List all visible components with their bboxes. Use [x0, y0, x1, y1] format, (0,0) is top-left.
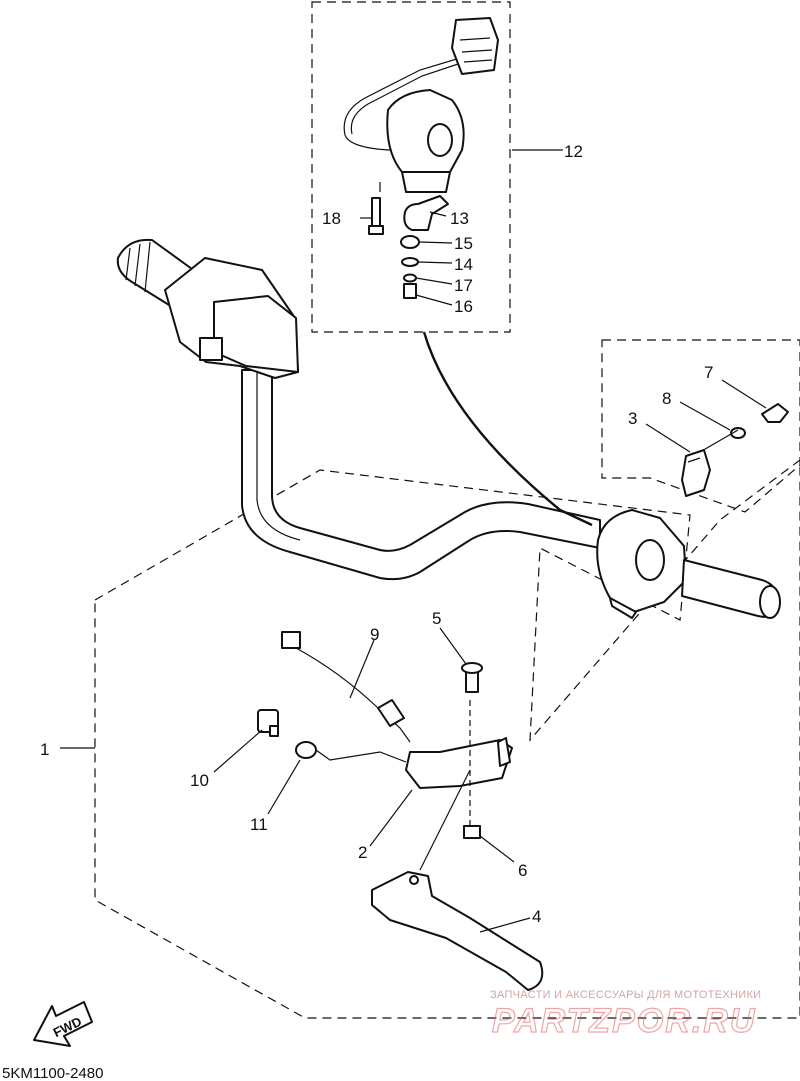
switch-coupler-pins [459, 37, 493, 63]
nut-6 [463, 825, 481, 839]
switch-housing [386, 89, 465, 179]
handlebar-tube [241, 369, 601, 581]
group-boundaries [94, 1, 800, 1019]
screw-16 [403, 283, 417, 299]
clamp-13 [403, 195, 449, 231]
watermark: ЗАПЧАСТИ И АКСЕССУАРЫ ДЛЯ МОТОТЕХНИКИ PA… [490, 989, 761, 1041]
lever-holder-2-lug [497, 737, 511, 767]
lever-4-guide [419, 769, 471, 871]
adjuster-10-thread [269, 725, 279, 737]
fwd-arrow-shape [33, 1001, 93, 1047]
right-switch-knob [635, 539, 665, 581]
left-grip-ribs [125, 241, 151, 293]
fwd-direction-arrow: FWD [33, 1001, 93, 1047]
lever-holder-2 [405, 739, 513, 789]
callout-11: 11 [250, 815, 268, 834]
bolt-18 [371, 197, 381, 229]
bolt-7 [761, 403, 789, 423]
callout-16: 16 [454, 297, 473, 316]
holder-3 [681, 449, 711, 497]
holder-3-guide [699, 429, 739, 453]
lever-assembly-boundary-1 [94, 459, 800, 1019]
leader-10 [213, 729, 263, 773]
leader-2 [369, 789, 413, 847]
cable-9 [295, 647, 411, 743]
lever-4-pivot [409, 875, 419, 885]
lever-assembly [257, 631, 544, 991]
callout-2: 2 [358, 843, 367, 862]
holder-parts [681, 403, 789, 497]
washer-14 [401, 257, 419, 267]
switch-wire-loop [343, 54, 471, 151]
switch-hardware [368, 182, 449, 299]
right-grip-assembly [596, 509, 781, 619]
switch-knob [427, 123, 453, 157]
right-switch-tab [609, 597, 637, 619]
nut-11-guide [315, 749, 407, 763]
switch-assembly-boundary-12 [311, 1, 511, 333]
left-switch-connector [199, 337, 223, 361]
lever-4 [371, 871, 544, 991]
leader-9 [349, 639, 375, 699]
bolt-5-head [461, 662, 483, 674]
handlebar-centerline [256, 372, 301, 541]
callout-18: 18 [322, 209, 341, 228]
handlebar [241, 369, 601, 581]
switch-cable [422, 331, 593, 527]
leader-16 [415, 294, 453, 306]
callout-12: 12 [564, 142, 583, 161]
callout-13: 13 [450, 209, 469, 228]
callout-4: 4 [532, 907, 541, 926]
callout-3: 3 [628, 409, 637, 428]
bolt-18-head [368, 225, 384, 235]
callout-6: 6 [518, 861, 527, 880]
leader-lines [60, 149, 767, 933]
leader-7 [721, 379, 767, 409]
switch-assembly-12 [343, 17, 499, 193]
right-grip-end [759, 585, 781, 619]
leader-5 [439, 627, 467, 665]
cable-9-end [281, 631, 301, 649]
washer-8 [730, 427, 746, 439]
drawing-code: 5KM1100-2480 [2, 1065, 103, 1081]
leader-15 [419, 241, 453, 244]
washer-17 [403, 273, 417, 283]
leader-11 [267, 759, 301, 815]
callout-9: 9 [370, 625, 379, 644]
leader-14 [417, 261, 453, 264]
callout-15: 15 [454, 234, 473, 253]
callout-labels: 1 2 3 4 5 6 7 8 9 10 11 12 13 14 15 16 1… [40, 142, 713, 926]
callout-10: 10 [190, 771, 209, 790]
nut-15 [400, 235, 420, 249]
leader-4 [479, 917, 531, 933]
callout-8: 8 [662, 389, 671, 408]
switch-lower-body [401, 171, 451, 193]
callout-17: 17 [454, 276, 473, 295]
leader-6 [479, 835, 515, 863]
holder-assembly-boundary-3 [601, 339, 800, 513]
leader-3 [645, 423, 691, 453]
leader-8 [679, 401, 731, 431]
switch-coupler [451, 17, 499, 75]
holder-3-slot [687, 457, 701, 463]
watermark-tagline: ЗАПЧАСТИ И АКСЕССУАРЫ ДЛЯ МОТОТЕХНИКИ [490, 989, 761, 1001]
watermark-brand: PARTZPOR.RU [492, 1002, 756, 1040]
callout-14: 14 [454, 255, 473, 274]
callout-7: 7 [704, 363, 713, 382]
cable-9-sleeve [377, 699, 405, 727]
switch-wire-loop-inner [350, 59, 471, 135]
nut-11 [295, 741, 317, 759]
callout-1: 1 [40, 740, 49, 759]
callout-5: 5 [432, 609, 441, 628]
leader-17 [415, 277, 453, 285]
left-grip-assembly [116, 238, 299, 379]
leader-13 [429, 211, 447, 217]
